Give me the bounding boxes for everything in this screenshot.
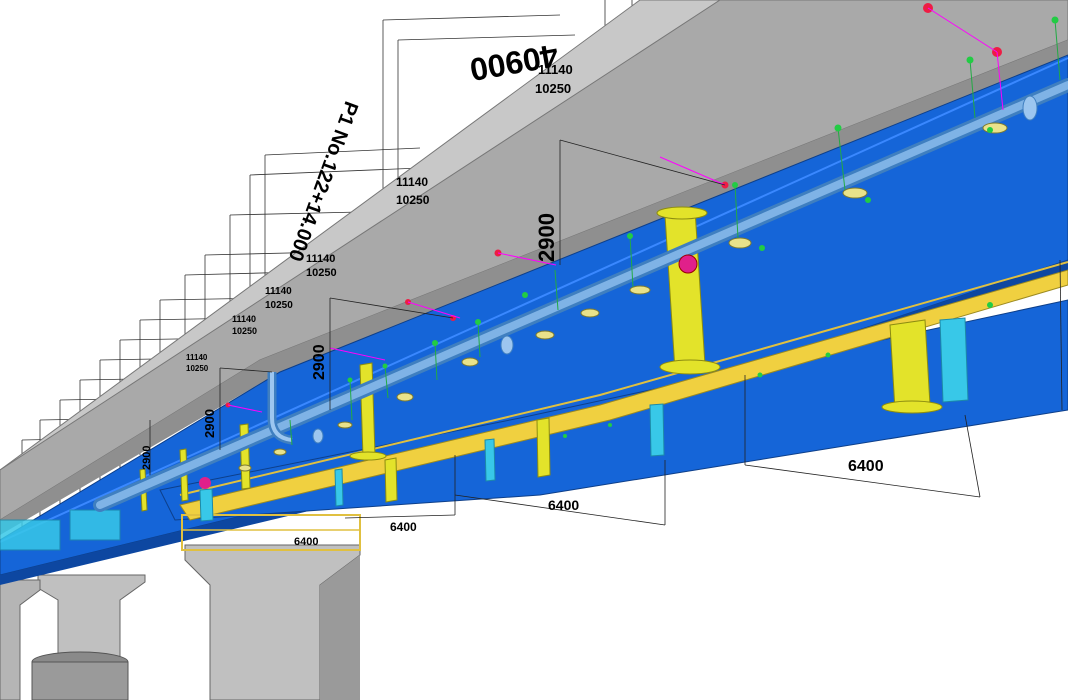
girder-top-edge-highlight (0, 57, 1068, 543)
pipe-flange-magenta (199, 477, 211, 489)
stiffener (536, 417, 551, 478)
span-label: 6400 (294, 536, 318, 548)
height-dimension-lines (149, 139, 726, 475)
dimension-11140: 11140 (306, 253, 335, 265)
span-label: 6400 (548, 497, 579, 513)
height-label: 2900 (534, 213, 559, 262)
stiffener (384, 457, 398, 503)
cross-frame (649, 403, 665, 457)
dimension-11140: 11140 (186, 353, 208, 362)
magenta-hanger-lines (227, 7, 1004, 413)
dimension-10250: 10250 (232, 326, 257, 336)
cross-frame (334, 468, 344, 507)
height-label: 2900 (202, 409, 217, 438)
cross-frame (484, 438, 496, 482)
hangers (225, 3, 1061, 446)
dimension-10250: 10250 (265, 300, 293, 311)
deck-side-face (0, 0, 1068, 521)
pipe-supports (238, 95, 1038, 472)
piers (0, 544, 361, 700)
span-dimension-lines (344, 259, 1063, 526)
deck-slab (0, 0, 1068, 535)
walkway (179, 261, 1068, 551)
dimension-10250: 10250 (306, 267, 337, 279)
deck-underside (0, 40, 1068, 535)
dimension-11140: 11140 (538, 62, 573, 77)
pipe-flange-magenta (678, 254, 698, 274)
cross-frame (199, 488, 214, 522)
dimension-11140: 11140 (265, 286, 292, 297)
cross-frame (939, 317, 969, 403)
dimension-11140: 11140 (396, 175, 428, 189)
span-label: 6400 (848, 458, 884, 475)
height-label: 2900 (141, 446, 153, 470)
dimension-11140: 11140 (232, 314, 256, 324)
dimension-10250: 10250 (186, 364, 209, 373)
pier-far (0, 579, 41, 700)
height-label: 2900 (311, 344, 328, 380)
walkway-handrail (179, 261, 1068, 496)
stiffener (359, 362, 376, 458)
green-hanger-nodes (347, 16, 1059, 438)
green-hanger-rods (289, 19, 1061, 446)
span-label: 6400 (390, 520, 417, 534)
stiffener (889, 319, 931, 411)
walkway-platform (181, 514, 361, 551)
dimension-10250: 10250 (396, 193, 430, 207)
cross-frames (0, 317, 969, 551)
utility-pipe (93, 78, 1068, 512)
girder-bottom-flange (0, 260, 1068, 585)
walkway-deck (179, 269, 1068, 521)
dimension-10250: 10250 (535, 81, 571, 96)
